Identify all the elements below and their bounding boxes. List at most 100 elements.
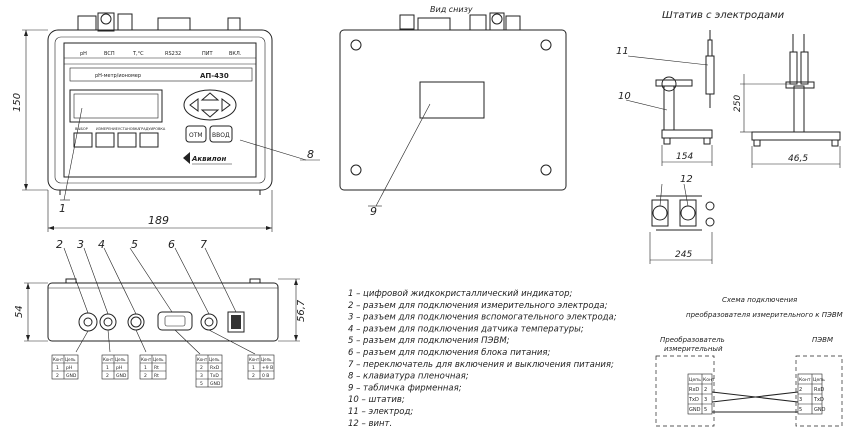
legend: 1 – цифровой жидкокристаллический индика… xyxy=(348,289,617,429)
pin-table-cell: 2 xyxy=(56,373,59,379)
schema-left-table-cell: 5 xyxy=(704,407,707,413)
stand-view: Штатив с электродами 154 10 11 xyxy=(616,10,841,264)
pin-table-cell: +9 В xyxy=(262,365,273,371)
schema-right-table-cell: GND xyxy=(814,407,826,413)
schema-left-table-header: Конт xyxy=(703,377,715,383)
pin-table-cell: Rt xyxy=(154,373,159,379)
pin-table-header-cep: Цепь xyxy=(153,357,164,362)
pin-table-header-kont: Конт xyxy=(197,357,208,362)
indicator-rs232: RS232 xyxy=(165,51,181,57)
legend-item: 12 – винт. xyxy=(348,419,392,429)
side-view: 2 3 4 5 6 7 54 56,7 xyxy=(14,238,307,355)
connector-4 xyxy=(127,313,145,331)
pin-table-header-cep: Цепь xyxy=(65,357,76,362)
pin-table-cell: 2 xyxy=(106,373,109,379)
pin-table-header-kont: Конт xyxy=(141,357,152,362)
dim-side-height2: 56,7 xyxy=(296,299,307,322)
foot-tr xyxy=(540,39,552,51)
pin-table-cell: рН xyxy=(116,365,122,371)
indicator-vsp: ВСП xyxy=(104,51,115,57)
pin-table-header-cep: Цепь xyxy=(115,357,126,362)
pin-table-cell: TxD xyxy=(209,373,219,379)
bottom-view: Вид снизу 9 xyxy=(339,5,567,218)
connector-2 xyxy=(78,312,98,332)
schema-left-table-cell: 3 xyxy=(704,397,707,403)
indicator-pit: ПИТ xyxy=(202,51,214,57)
brand-name: Аквилон xyxy=(191,155,226,163)
stand-rod xyxy=(663,85,675,131)
callout-8: 8 xyxy=(307,148,314,161)
connector-3 xyxy=(99,313,117,331)
front-view: pH ВСП T,°C RS232 ПИТ ВКЛ. pH-метр/ионом… xyxy=(12,12,320,232)
schema-right-table-cell: RxD xyxy=(814,387,824,393)
legend-item: 7 – переключатель для включения и выключ… xyxy=(348,360,614,370)
schema-right-table-cell: 2 xyxy=(799,387,802,393)
pin-table-header-kont: Конт xyxy=(53,357,64,362)
legend-item: 5 – разъем для подключения ПЭВМ; xyxy=(348,336,510,346)
foot-tl xyxy=(350,39,362,51)
legend-item: 3 – разъем для подключения вспомогательн… xyxy=(348,313,617,323)
pin-table-header-cep: Цепь xyxy=(209,357,220,362)
schema-left-label-1: Преобразователь xyxy=(660,336,725,344)
dim-245: 245 xyxy=(675,250,692,260)
key-label-ustanovka: УСТАНОВКА xyxy=(118,127,140,131)
legend-item: 8 – клавиатура пленочная; xyxy=(348,372,469,382)
pin-table-cell: 5 xyxy=(200,381,203,387)
dim-front-width: 189 xyxy=(148,214,169,227)
otm-button xyxy=(185,125,207,143)
callout-5: 5 xyxy=(131,238,138,251)
legend-item: 10 – штатив; xyxy=(348,395,405,405)
brand-logo-icon xyxy=(183,152,190,164)
legend-item: 11 – электрод; xyxy=(348,407,413,417)
callout-2: 2 xyxy=(56,238,63,251)
electrode-2 xyxy=(789,51,798,85)
schema-left-table-cell: RxD xyxy=(689,387,699,393)
schema-right-box xyxy=(795,355,843,427)
key-graduirovka xyxy=(139,132,159,148)
pin-table-cell: Rt xyxy=(154,365,159,371)
schema-left-table-header: Цепь xyxy=(689,377,701,383)
key-izmerenie xyxy=(95,132,115,148)
key-label-graduirovka: ГРАДУИРОВКА xyxy=(139,127,166,131)
foot-br xyxy=(540,164,552,176)
callout-10: 10 xyxy=(618,91,631,102)
vvod-label: ВВОД xyxy=(212,132,230,139)
dim-side-height: 54 xyxy=(14,305,25,318)
pin-table-cell: рН xyxy=(66,365,72,371)
dim-250: 250 xyxy=(733,95,743,112)
electrode-1 xyxy=(705,55,715,95)
pin-table-cell: GND xyxy=(66,373,77,379)
legend-item: 2 – разъем для подключения измерительног… xyxy=(348,301,608,311)
schema-left-label-2: измерительный xyxy=(664,345,723,353)
lcd-display xyxy=(69,89,163,123)
bottom-view-title: Вид снизу xyxy=(430,5,473,14)
callout-3: 3 xyxy=(77,238,84,251)
pin-table-header-cep: Цепь xyxy=(261,357,272,362)
nav-keypad xyxy=(183,89,237,121)
vvod-button xyxy=(209,125,233,143)
pin-table-cell: RxD xyxy=(210,365,220,371)
connector-6 xyxy=(200,313,218,331)
foot-bl xyxy=(350,164,362,176)
device-label: pH-метр/иономер xyxy=(95,73,141,79)
legend-item: 4 – разъем для подключения датчика темпе… xyxy=(348,324,584,334)
schema-left-table-cell: TxD xyxy=(688,397,699,403)
pin-table-cell: 1 xyxy=(252,365,255,371)
indicator-vkl: ВКЛ. xyxy=(229,51,242,57)
electrode-3 xyxy=(800,51,809,85)
pin-table-cell: 3 xyxy=(200,373,203,379)
schema-right-table-cell: 3 xyxy=(799,397,802,403)
connection-schema: Схема подключения преобразователя измери… xyxy=(655,296,843,427)
callout-4: 4 xyxy=(98,238,105,251)
pin-table-cell: GND xyxy=(210,381,221,387)
side-body xyxy=(47,282,279,342)
stand-title: Штатив с электродами xyxy=(662,10,785,21)
pin-table-header-kont: Конт xyxy=(103,357,114,362)
